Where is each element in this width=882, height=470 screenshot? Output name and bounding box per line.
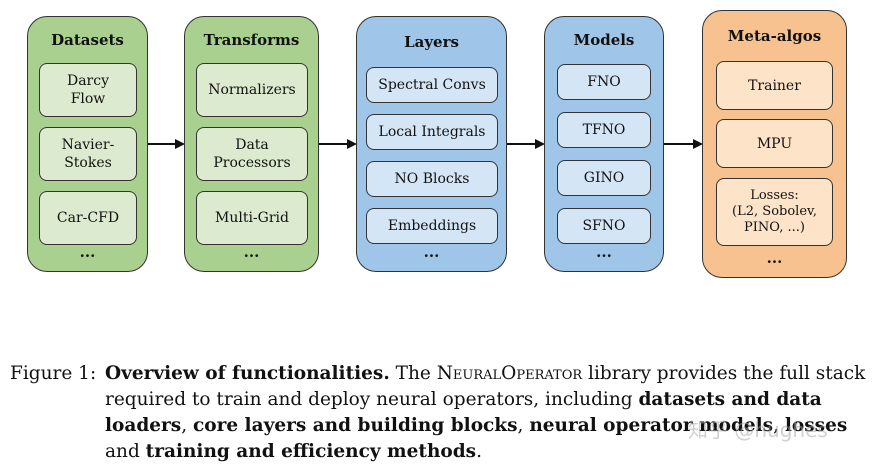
meta-algos-ellipsis: ... (766, 249, 783, 267)
figure-caption: Figure 1: Overview of functionalities. T… (10, 361, 876, 465)
caption-text: library provides the full stack required… (105, 363, 866, 410)
caption-text: . (476, 441, 482, 462)
figure-label: Figure 1: (10, 363, 97, 384)
caption-text: , (773, 415, 785, 436)
models-ellipsis: ... (596, 243, 612, 261)
datasets-ellipsis: ... (79, 243, 96, 261)
caption-bold-training: training and efficiency methods (145, 441, 477, 462)
caption-text: The (389, 363, 437, 384)
no-blocks-box: NO Blocks (366, 161, 498, 197)
normalizers-box: Normalizers (196, 63, 308, 117)
layers-title: Layers (404, 33, 459, 51)
library-name: NeuralOperator (436, 363, 583, 384)
spectral-convs-box: Spectral Convs (366, 67, 498, 103)
transforms-ellipsis: ... (243, 243, 260, 261)
datasets-column: Datasets Darcy Flow Navier- Stokes Car-C… (27, 16, 148, 272)
caption-body: Overview of functionalities. The NeuralO… (105, 361, 876, 465)
data-processors-box: Data Processors (196, 127, 308, 181)
transforms-column: Transforms Normalizers Data Processors M… (184, 16, 319, 272)
layers-column: Layers Spectral Convs Local Integrals NO… (356, 16, 507, 272)
meta-algos-column: Meta-algos Trainer MPU Losses: (L2, Sobo… (702, 10, 847, 278)
layers-ellipsis: ... (423, 243, 440, 261)
caption-bold-layers: core layers and building blocks (193, 415, 518, 436)
trainer-box: Trainer (716, 61, 833, 110)
models-column: Models FNO TFNO GINO SFNO ... (544, 16, 664, 272)
caption-text: , (517, 415, 530, 436)
mpu-box: MPU (716, 119, 833, 168)
meta-algos-title: Meta-algos (727, 27, 822, 45)
caption-bold-models: neural operator models (529, 415, 774, 436)
datasets-title: Datasets (51, 31, 124, 49)
caption-heading: Overview of functionalities. (105, 363, 390, 384)
transforms-title: Transforms (203, 31, 300, 49)
caption-text: and (105, 441, 146, 462)
sfno-box: SFNO (557, 208, 651, 244)
multi-grid-box: Multi-Grid (196, 191, 308, 245)
darcy-flow-box: Darcy Flow (39, 63, 137, 117)
tfno-box: TFNO (557, 112, 651, 148)
models-title: Models (573, 31, 635, 49)
watermark: 知乎 @hughes (688, 418, 828, 442)
caption-bold-datasets: datasets and data loaders (105, 389, 822, 436)
navier-stokes-box: Navier- Stokes (39, 127, 137, 181)
caption-text: , (181, 415, 193, 436)
fno-box: FNO (557, 64, 651, 100)
car-cfd-box: Car-CFD (39, 191, 137, 245)
losses-box: Losses: (L2, Sobolev, PINO, ...) (716, 178, 833, 246)
embeddings-box: Embeddings (366, 208, 498, 244)
caption-bold-losses: losses (784, 415, 848, 436)
local-integrals-box: Local Integrals (366, 114, 498, 150)
gino-box: GINO (557, 160, 651, 196)
